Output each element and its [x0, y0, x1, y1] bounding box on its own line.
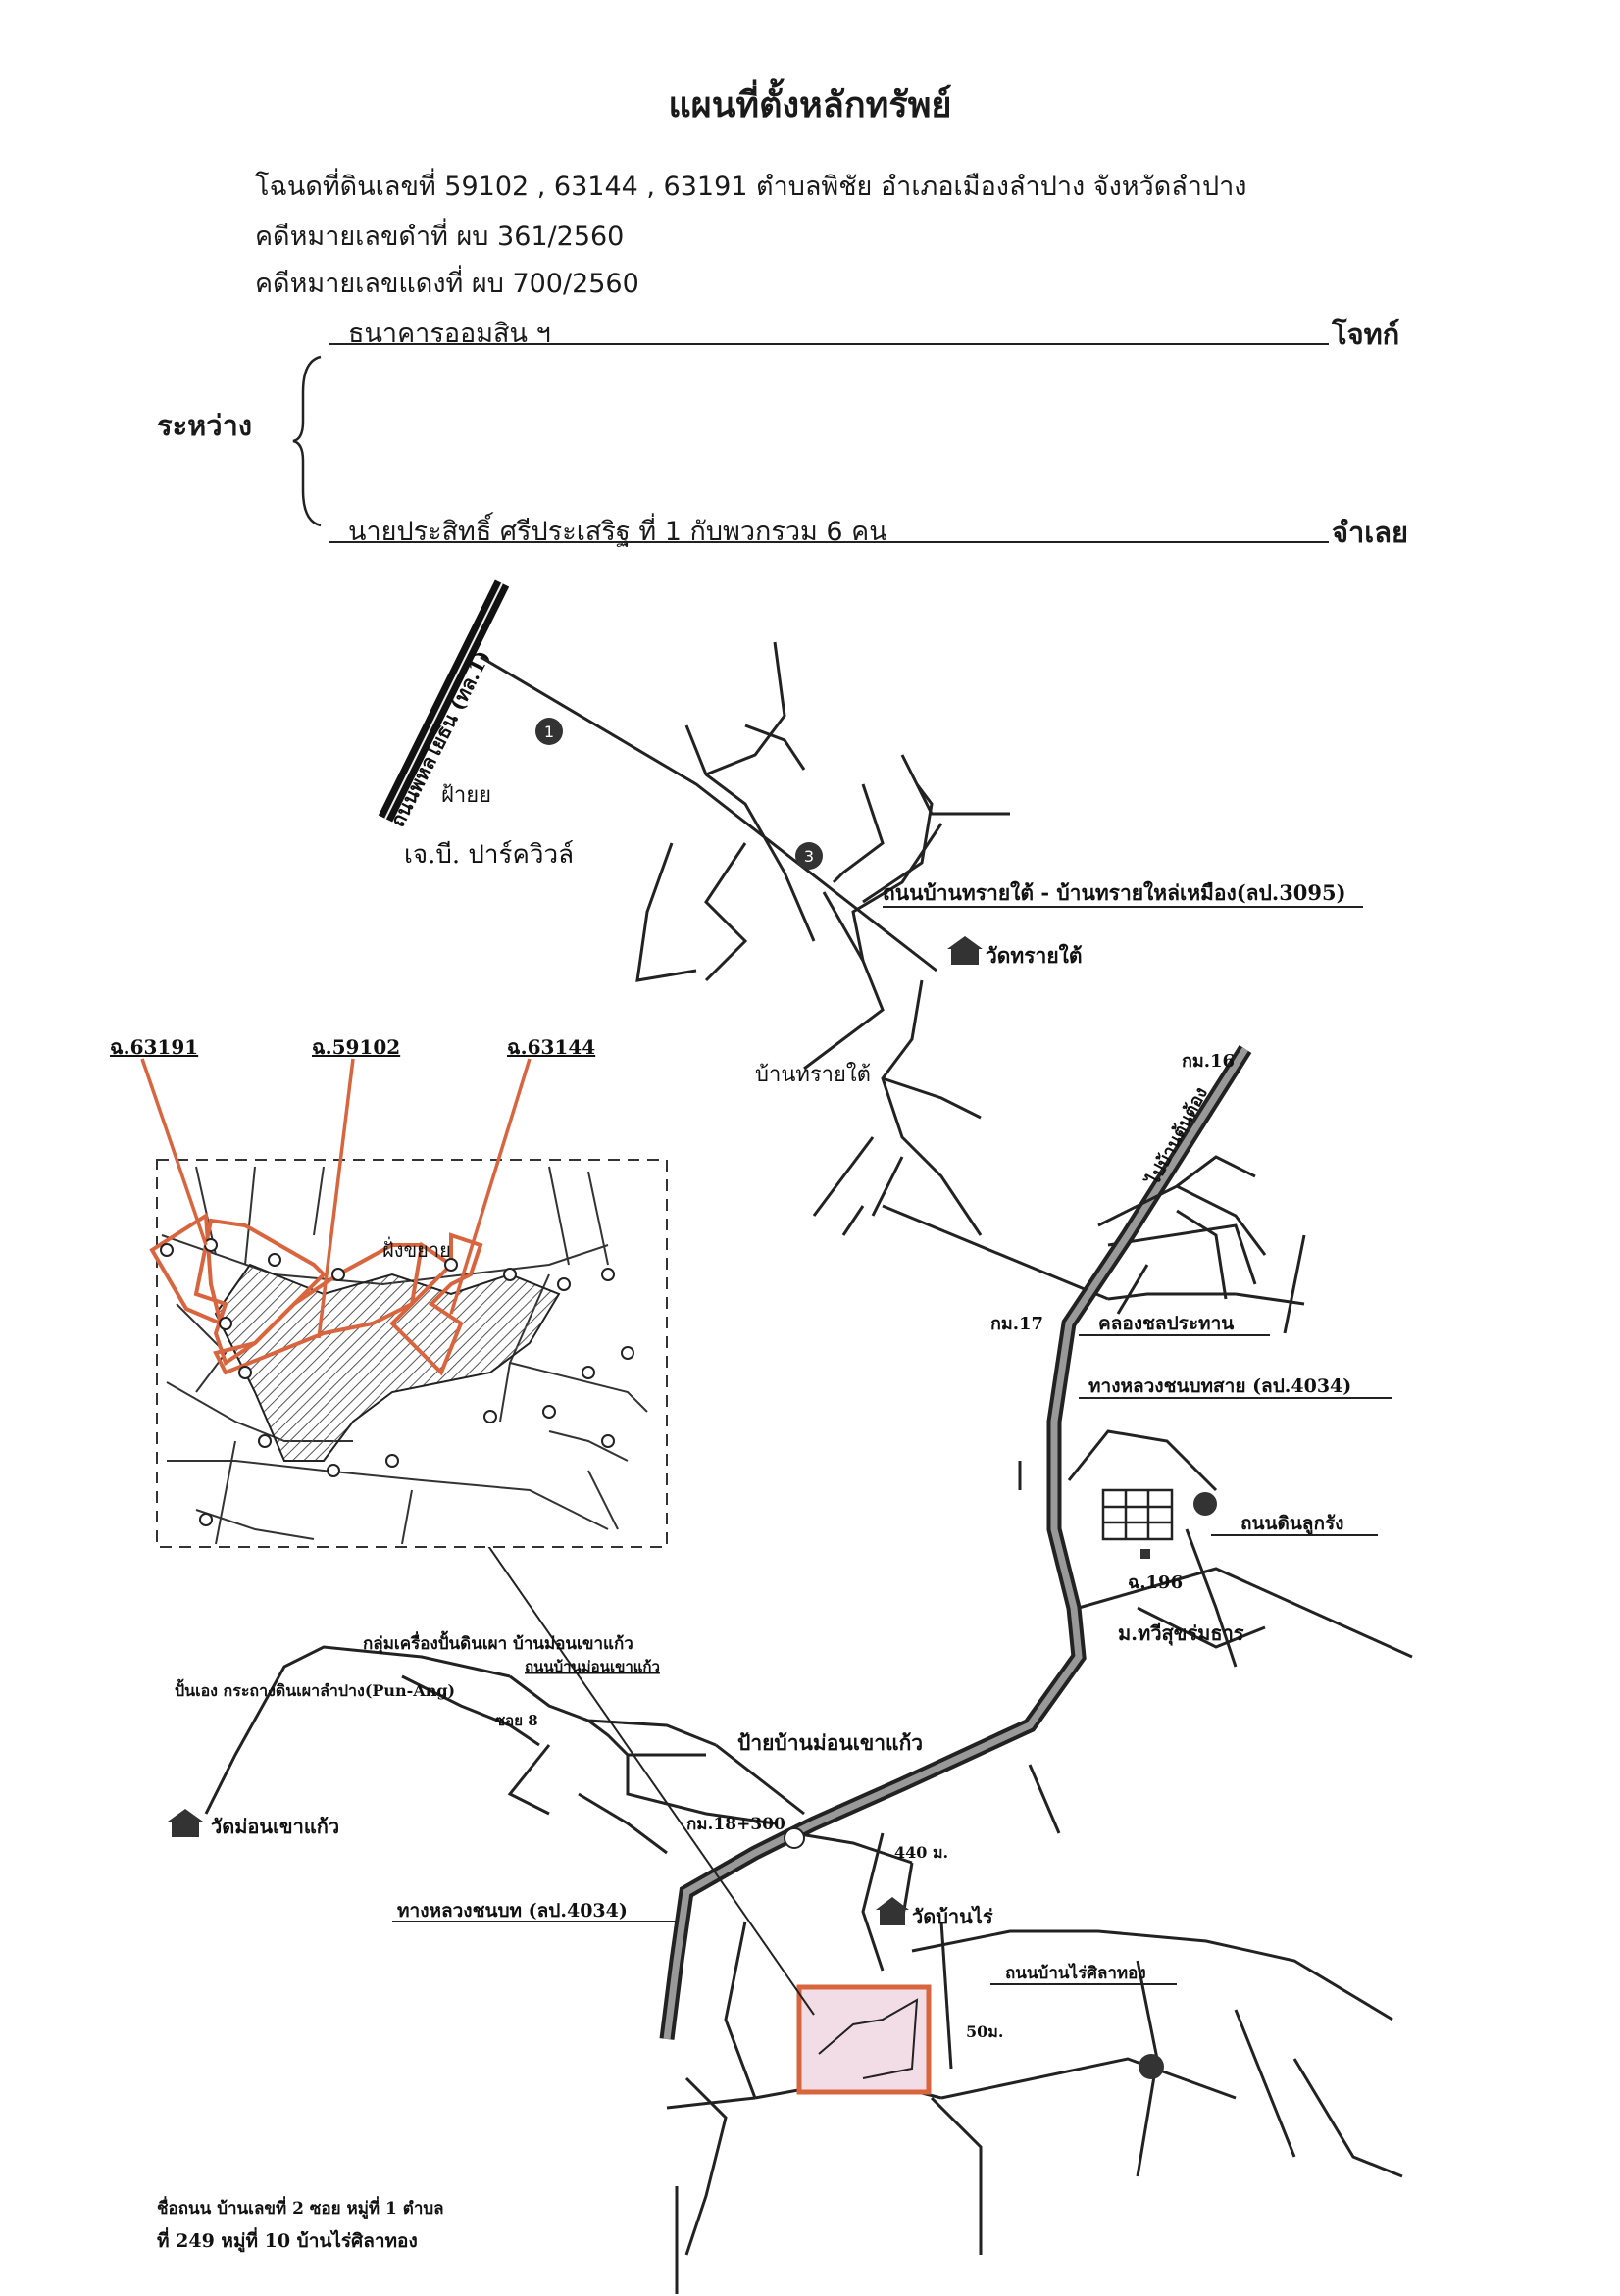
red-case-number: คดีหมายเลขแดงที่ ผบ 700/2560 — [255, 269, 639, 299]
plaintiff-line: ธนาคารออมสิน ฯ — [329, 312, 1329, 349]
jb-park-icon-label: ฝ้ายย — [441, 783, 491, 808]
between-label: ระหว่าง — [157, 409, 252, 442]
pun-aeng-label: ปั้นเอง กระถางดินเผาลำปาง(Pun-Ang) — [175, 1678, 455, 1700]
property-location-box — [796, 1984, 932, 2095]
marker-1-text: 1 — [544, 723, 554, 741]
footer-text-2: ที่ 249 หมู่ที่ 10 บ้านไร่ศิลาทอง — [157, 2227, 418, 2253]
marker-south — [1139, 2054, 1164, 2079]
deed-leader-lines — [140, 1058, 532, 1339]
temple-icon — [168, 1809, 203, 1837]
location-map: ถนนพหลโยธิน (ทล.1) — [110, 579, 1413, 2294]
marker-dark — [1193, 1492, 1217, 1516]
rd-mon-khao-kaew-label: ถนนบ้านม่อนเขาแก้ว — [525, 1658, 660, 1675]
wat-sai-tai-label: วัดทรายใต้ — [986, 943, 1083, 968]
marker-1: 1 — [535, 718, 563, 745]
rd-ban-rai-label: ถนนบ้านไร่ศิลาทอง — [1005, 1963, 1146, 1983]
deed-label-63191: ฉ.63191 — [110, 1035, 198, 1059]
marker-3: 3 — [795, 842, 823, 870]
hwy-4034-b-label: ทางหลวงชนบท (ลป.4034) — [397, 1900, 628, 1922]
inset-parcel-lines — [161, 1166, 648, 1545]
small-building-icon — [1140, 1549, 1150, 1559]
pottery-group-label: กลุ่มเครื่องปั้นดินเผา บ้านม่อนเขาแก้ว — [363, 1630, 633, 1654]
km17-label: กม.17 — [990, 1314, 1043, 1334]
plaintiff-role: โจทก์ — [1332, 318, 1400, 351]
canal-label: คลองชลประทาน — [1098, 1313, 1234, 1334]
wat-mon-khao-kaew-label: วัดม่อนเขาแก้ว — [211, 1815, 339, 1838]
deed-label-63144: ฉ.63144 — [507, 1035, 595, 1059]
temple-icon — [876, 1897, 909, 1925]
road-network-west — [204, 1645, 805, 1855]
defendant-line: นายประสิทธิ์ ศรีประเสริฐ ที่ 1 กับพวกรวม… — [329, 510, 1329, 547]
sign-mon-khao-kaew-label: ป้ายบ้านม่อนเขาแก้ว — [737, 1730, 923, 1755]
inset-cadastral-map: ฝั่งขยาย — [149, 1159, 668, 1548]
deed-label-59102: ฉ.59102 — [312, 1035, 400, 1059]
temple-icon — [947, 936, 983, 965]
marker-3-text: 3 — [804, 847, 814, 866]
ban-sai-tai-label: บ้านทรายใต้ — [755, 1062, 871, 1087]
survey-points — [160, 1238, 634, 1526]
dist-440-label: 440 ม. — [894, 1843, 948, 1862]
inset-text-1: ฝั่งขยาย — [382, 1236, 451, 1262]
wat-ban-rai-label: วัดบ้านไร่ — [912, 1905, 993, 1928]
km18-label: กม.18+300 — [686, 1815, 785, 1834]
village-label: ม.ทวีสุขร่มธาร — [1118, 1622, 1244, 1646]
brace — [292, 355, 322, 527]
hatched-parcel-area — [214, 1263, 561, 1462]
road-network-east — [1018, 1155, 1413, 1668]
to-ban-ton-tong-label: ไปบ้านต้นต้อง — [1141, 1083, 1212, 1190]
jb-park-label: เจ.บี. ปาร์ควิวล์ — [404, 840, 574, 870]
pointer-line — [445, 1484, 815, 2016]
plaintiff-name: ธนาคารออมสิน ฯ — [348, 319, 551, 349]
dist-50-label: 50ม. — [966, 2022, 1003, 2041]
rd-din-luk-rang-label: ถนนดินลูกรัง — [1240, 1513, 1343, 1535]
hwy-4034-a-label: ทางหลวงชนบทสาย (ลป.4034) — [1088, 1375, 1351, 1397]
road-network-north — [480, 641, 1306, 1334]
black-case-number: คดีหมายเลขดำที่ ผบ 361/2560 — [255, 222, 625, 252]
deed-196-label: ฉ.196 — [1128, 1572, 1183, 1593]
defendant-name: นายประสิทธิ์ ศรีประเสริฐ ที่ 1 กับพวกรวม… — [348, 517, 887, 547]
page-title: แผนที่ตั้งหลักทรัพย์ — [668, 85, 952, 125]
deed-outlines — [149, 1212, 483, 1376]
marker-km18 — [784, 1827, 805, 1849]
phaholyothin-road — [378, 579, 510, 823]
km16-label: กม.16 — [1182, 1051, 1235, 1072]
highway-4034 — [659, 1044, 1252, 2040]
property-outline — [818, 1998, 919, 2079]
village-grid — [1101, 1488, 1174, 1541]
defendant-role: จำเลย — [1332, 516, 1408, 549]
deed-line: โฉนดที่ดินเลขที่ 59102 , 63144 , 63191 ต… — [255, 172, 1247, 202]
footer-text-1: ชื่อถนน บ้านเลขที่ 2 ซอย หมู่ที่ 1 ตำบล — [157, 2196, 444, 2220]
soi8-label: ซอย 8 — [495, 1712, 538, 1729]
road-3095-label: ถนนบ้านทรายใต้ - บ้านทรายใหล่เหมือง(ลป.3… — [883, 880, 1346, 905]
